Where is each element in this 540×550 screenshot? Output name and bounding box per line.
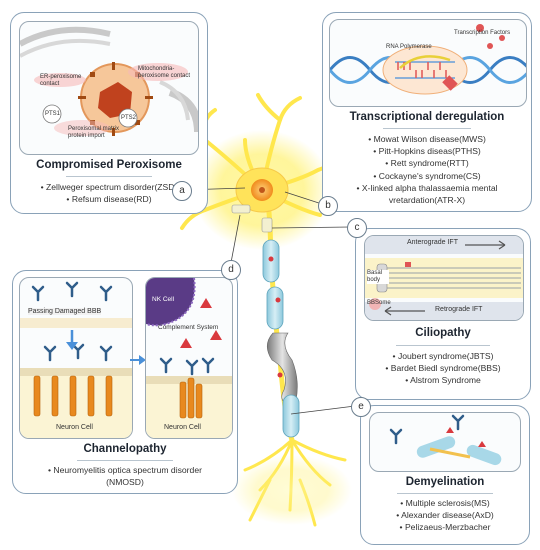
- disease-item: • Multiple sclerosis(MS): [400, 498, 490, 508]
- disease-item: • Alexander disease(AxD): [396, 510, 494, 521]
- demyelination-illustration: [369, 412, 521, 472]
- ciliopathy-illustration: Anterograde IFT Retrograde IFT Basal bod…: [364, 235, 524, 321]
- disease-item: • Neuromyelitis optica spectrum disorder: [48, 465, 202, 475]
- disease-item: • X-linked alpha thalassaemia mental: [356, 182, 498, 193]
- disease-item: • Zellweger spectrum disorder(ZSD): [40, 182, 178, 192]
- complement-label: Complement System: [158, 324, 219, 331]
- demyelination-title: Demyelination: [405, 476, 485, 488]
- node-mark: [268, 256, 274, 262]
- disease-item: • Refsum disease(RD): [66, 194, 152, 205]
- node-mark: [277, 372, 283, 378]
- basal-body-label: Basal body: [367, 270, 389, 284]
- disease-item-continued: vretardation(ATR-X): [388, 195, 466, 206]
- transcription-factors-label: Transcription Factors: [454, 30, 511, 36]
- transcription-title: Transcriptional deregulation: [349, 111, 505, 123]
- disease-item: • Cockayne's syndrome(CS): [373, 170, 481, 181]
- bbsome-label: BBSome: [367, 300, 391, 306]
- marker-a: a: [172, 181, 192, 201]
- ciliopathy-panel: Anterograde IFT Retrograde IFT Basal bod…: [355, 228, 531, 400]
- ciliopathy-disease-list: • Joubert syndrome(JBTS) • Bardet Biedl …: [356, 350, 530, 387]
- ciliopathy-divider: [396, 345, 490, 346]
- disease-item: • Alstrom Syndrome: [405, 375, 481, 386]
- marker-d: d: [221, 260, 241, 280]
- node-mark: [275, 297, 281, 303]
- channelopathy-divider: [77, 460, 173, 461]
- terminal-glow: [232, 455, 352, 525]
- nucleolus: [259, 187, 265, 193]
- channelopathy-title: Channelopathy: [83, 443, 167, 455]
- channelopathy-disease-list: • Neuromyelitis optica spectrum disorder…: [13, 464, 237, 488]
- myelin-segment: [282, 394, 300, 438]
- demyelination-disease-list: • Multiple sclerosis(MS) • Alexander dis…: [361, 497, 529, 534]
- marker-c: c: [347, 218, 367, 238]
- matrix-import-label: Peroxisomal matrix protein import: [68, 126, 120, 139]
- demyelination-divider: [397, 493, 493, 494]
- bbb-illustration: Passing Damaged BBB Neuron Cell: [19, 277, 133, 439]
- nk-cell-label: NK Cell: [152, 296, 175, 303]
- pts1-label: PTS1: [45, 111, 61, 117]
- retrograde-label: Retrograde IFT: [435, 306, 483, 313]
- marker-b: b: [318, 196, 338, 216]
- mito-contact-label: Mitochondria-peroxisome contact: [138, 66, 191, 79]
- transcription-panel: RNA Polymerase Transcription Factors Tra…: [322, 12, 532, 212]
- transcription-divider: [383, 128, 471, 129]
- neuron-cell-label-2: Neuron Cell: [164, 424, 201, 431]
- nk-cell-shape: [146, 278, 195, 326]
- anterograde-label: Anterograde IFT: [407, 239, 458, 246]
- transcription-illustration: RNA Polymerase Transcription Factors: [329, 19, 527, 107]
- myelin-segment: [266, 286, 284, 330]
- peroxisome-title: Compromised Peroxisome: [36, 159, 182, 171]
- peroxisome-core: [98, 82, 132, 118]
- peroxisome-illustration: ER-peroxisome contact Mitochondria-perox…: [19, 21, 199, 155]
- peroxisome-divider: [66, 176, 152, 177]
- cilium-mini: [261, 217, 273, 233]
- disease-item: • Rett syndrome(RTT): [385, 158, 469, 169]
- disease-item: • Bardet Biedl syndrome(BBS): [385, 363, 501, 374]
- rna-polymerase-label: RNA Polymerase: [386, 44, 432, 50]
- neuron-cell-label-1: Neuron Cell: [56, 424, 93, 431]
- pts2-label: PTS2: [121, 115, 137, 121]
- complement-illustration: NK Cell Complement System Neuron Cell: [145, 277, 233, 439]
- disease-item: • Joubert syndrome(JBTS): [392, 351, 494, 361]
- ciliopathy-title: Ciliopathy: [415, 327, 471, 339]
- disease-item-continued: (NMOSD): [106, 477, 144, 488]
- channelopathy-panel: Passing Damaged BBB Neuron Cell: [12, 270, 238, 494]
- passing-bbb-label: Passing Damaged BBB: [28, 308, 102, 315]
- damaged-myelin: [266, 332, 298, 406]
- peroxisome-disease-list: • Zellweger spectrum disorder(ZSD) • Ref…: [11, 181, 207, 205]
- peroxisome-mini: [231, 204, 251, 214]
- disease-item: • Pelizaeus-Merzbacher: [399, 522, 491, 533]
- arrow-right-icon: [130, 355, 146, 365]
- disease-item: • Pitt-Hopkins diseas(PTHS): [373, 146, 481, 157]
- er-contact-label: ER-peroxisome contact: [40, 74, 82, 87]
- transcription-disease-list: • Mowat Wilson disease(MWS) • Pitt-Hopki…: [323, 133, 531, 206]
- connector-lines: [182, 187, 356, 415]
- disease-item: • Mowat Wilson disease(MWS): [368, 134, 486, 144]
- marker-e: e: [351, 397, 371, 417]
- demyelination-panel: Demyelination • Multiple sclerosis(MS) •…: [360, 405, 530, 545]
- peroxisome-panel: ER-peroxisome contact Mitochondria-perox…: [10, 12, 208, 214]
